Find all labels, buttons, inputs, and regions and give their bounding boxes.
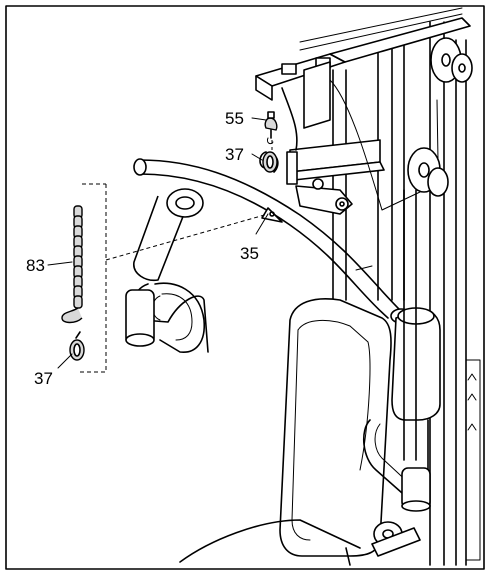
s-hook-lower (69, 331, 85, 361)
callout-35: 35 (240, 244, 259, 263)
seat-assembly (179, 189, 441, 566)
figure-border (5, 5, 485, 570)
callout-83: 83 (26, 256, 45, 275)
callout-55: 55 (225, 109, 244, 128)
leader-lines (47, 117, 269, 369)
roller-pad (125, 188, 209, 353)
chain-part (61, 205, 83, 324)
tower-frame (255, 7, 481, 566)
pad-arm (133, 158, 412, 324)
s-hook-upper (259, 151, 279, 173)
ball-stop-part (264, 111, 278, 145)
callout-37-upper: 37 (225, 145, 244, 164)
callout-37-lower: 37 (34, 369, 53, 388)
assembly-guides (80, 140, 273, 373)
